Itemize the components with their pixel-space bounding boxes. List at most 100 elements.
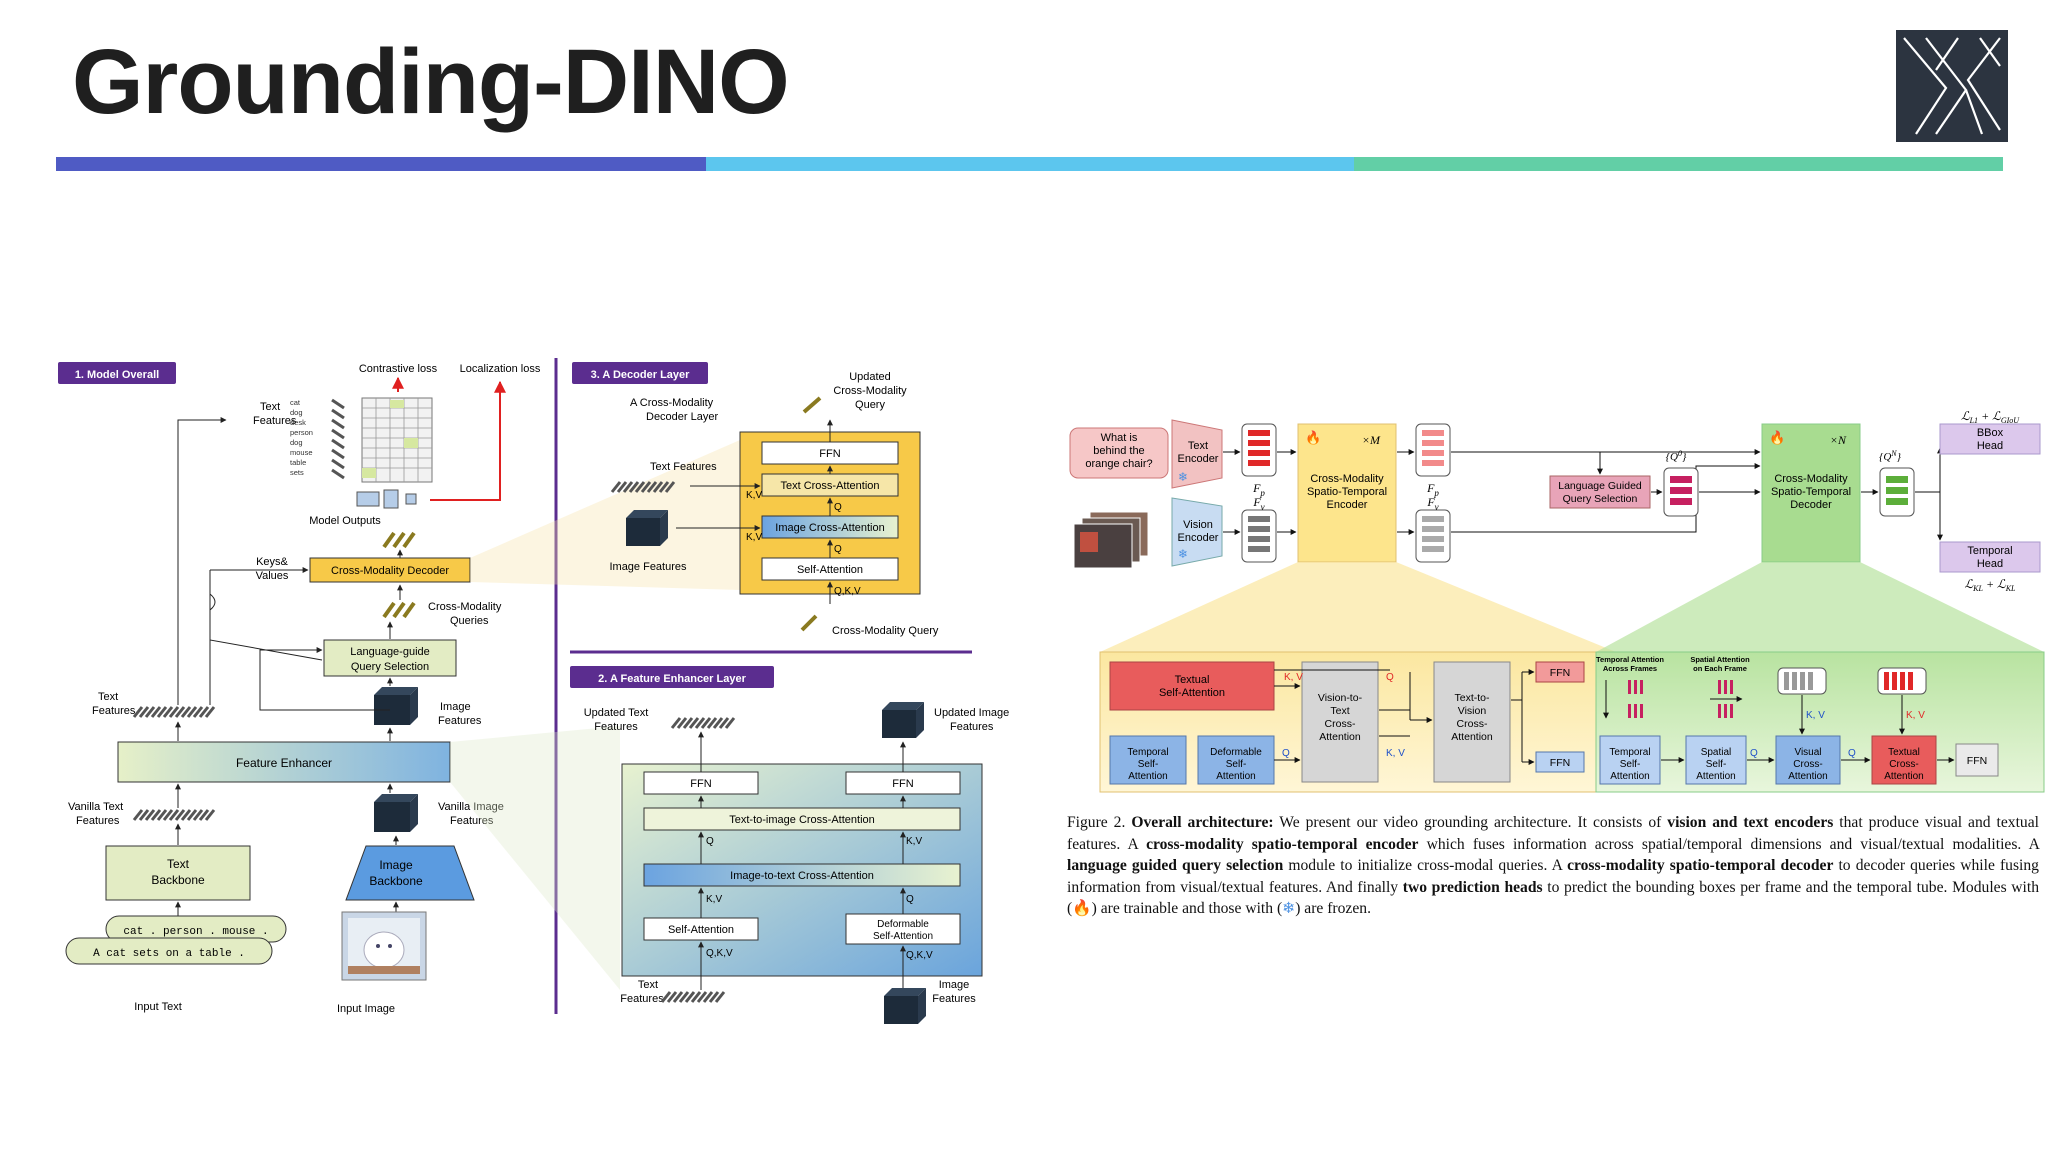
logo: [1896, 30, 2008, 142]
output-box-3: [405, 493, 417, 505]
q0-token: [1663, 467, 1699, 517]
temporal-self-enc-l1: Temporal: [1127, 747, 1168, 758]
caption-text-2: that produce visual and textual features…: [1067, 814, 2039, 853]
dec-query-bars: [1628, 680, 1733, 718]
caption-fig: Figure 2.: [1067, 814, 1126, 831]
caption-bold-2: vision and text encoders: [1667, 814, 1834, 831]
bbox-head-l1: BBox: [1977, 427, 2004, 439]
fe-self-attention-label: Self-Attention: [668, 924, 734, 936]
v2t-l3: Cross-: [1325, 718, 1356, 730]
vision-encoder-l2: Encoder: [1178, 532, 1219, 544]
fe-updated-text-l1: Updated Text: [584, 707, 649, 719]
panel-1-header: 1. Model Overall: [75, 369, 159, 381]
spatial-each-l2: on Each Frame: [1693, 664, 1747, 673]
dec-q-2: Q: [834, 544, 842, 555]
language-guide-box: [323, 639, 457, 677]
fe-qkv-1: Q,K,V: [706, 948, 733, 959]
decoder-l2: Spatio-Temporal: [1771, 486, 1851, 498]
textual-cross-l1: Textual: [1888, 747, 1920, 758]
enc-q-1: Q: [1386, 672, 1394, 683]
caption-bold-6: two prediction heads: [1402, 878, 1543, 896]
text-backbone-l1: Text: [167, 857, 190, 871]
vanilla-image-l2: Features: [450, 815, 494, 827]
deformable-self-l1: Deformable: [1210, 747, 1262, 758]
text-backbone-l2: Backbone: [151, 873, 205, 887]
question-l3: orange chair?: [1085, 458, 1152, 470]
fe-updated-text-l2: Features: [594, 721, 638, 733]
word-2: desk: [290, 418, 306, 427]
temporal-head-box: [1939, 541, 2041, 573]
enc-ffn-bottom-label: FFN: [1550, 757, 1570, 769]
text-feature-tokens-vertical: [331, 398, 345, 480]
dec-text-tokens: [610, 481, 676, 493]
snowflake-icon: ❄: [1282, 900, 1296, 917]
language-guided-box: [1549, 475, 1651, 509]
dec-ffn-label-right: FFN: [1967, 755, 1987, 767]
vision-encoder-l1: Vision: [1183, 519, 1213, 531]
accent-bar-green: [1354, 157, 2003, 171]
panel-3-header: 3. A Decoder Layer: [591, 369, 691, 381]
vision-encoder-shape: [1171, 497, 1223, 567]
video-grounding-figure: What is behind the orange chair? Text En…: [1069, 409, 2045, 793]
image-features-cube: [374, 687, 418, 725]
visual-cross-l1: Visual: [1794, 747, 1821, 758]
fe-q-2: Q: [906, 894, 914, 905]
image-backbone-l2: Backbone: [369, 874, 423, 888]
spatial-self-box: [1685, 735, 1747, 785]
textual-self-l1: Textual: [1175, 674, 1210, 686]
fe-image-input-cube: [884, 988, 926, 1024]
grounding-dino-figure: 1. Model Overall Contrastive loss Locali…: [58, 358, 1009, 1024]
fe-ffn-image-label: FFN: [892, 778, 913, 790]
word-1: dog: [290, 408, 303, 417]
input-image-photo: [341, 911, 427, 981]
vanilla-image-cube: [374, 794, 418, 832]
vanilla-text-l2: Features: [76, 815, 120, 827]
caption-text-6: to predict the bounding boxes per frame …: [1067, 878, 2040, 918]
dec-ffn-box-right: [1955, 743, 1999, 777]
encoder-zoom: [1100, 562, 1616, 652]
fe-image-features-l2: Features: [932, 993, 976, 1005]
caption-bold-4: language guided query selection: [1067, 857, 1284, 874]
t2v-l3: Cross-: [1457, 718, 1488, 730]
question-l1: What is: [1101, 432, 1138, 444]
panel-2-header: 2. A Feature Enhancer Layer: [598, 673, 746, 685]
word-6: table: [290, 458, 306, 467]
logo-lines-icon: [1903, 37, 2001, 135]
lang-guided-l2: Query Selection: [1563, 493, 1638, 505]
temporal-head-l1: Temporal: [1967, 545, 2012, 557]
fe-updated-text-tokens: [670, 717, 736, 729]
image-backbone-l1: Image: [379, 858, 413, 872]
fe-text-input-tokens: [660, 991, 726, 1003]
feature-enhancer-label: Feature Enhancer: [236, 756, 332, 770]
loss-bottom-label: ℒKL + ℒKL: [1965, 577, 2017, 593]
question-l2: behind the: [1093, 445, 1144, 457]
dec-image-cross-label: Image Cross-Attention: [775, 522, 884, 534]
text-features-top-l2: Features: [253, 415, 297, 427]
enc-kv-2: K, V: [1386, 748, 1405, 759]
dec-kv-2: K, V: [1906, 710, 1925, 721]
cross-modality-decoder-label: Cross-Modality Decoder: [331, 565, 449, 577]
text-features-l2: Features: [92, 705, 136, 717]
panel-1-header-bg: [58, 362, 176, 384]
accent-bar-blue: [56, 157, 706, 171]
textual-self-l2: Self-Attention: [1159, 687, 1225, 699]
word-0: cat: [290, 398, 301, 407]
fe-updated-image-cube: [882, 702, 924, 738]
panel-2-feature-enhancer-layer: 2. A Feature Enhancer Layer Updated Text…: [570, 666, 1009, 1024]
cm-decoder-layer-l2: Decoder Layer: [646, 411, 718, 423]
t2v-l2: Vision: [1458, 705, 1487, 717]
updated-query-l1: Updated: [849, 371, 891, 383]
image-features-l1: Image: [440, 701, 471, 713]
fe-updated-image-l1: Updated Image: [934, 707, 1009, 719]
fvm-token: [1415, 509, 1451, 563]
dec-text-features-label: Text Features: [650, 461, 717, 473]
dec-kv-1: K, V: [1806, 710, 1825, 721]
word-7: sets: [290, 468, 304, 477]
localization-loss-label: Localization loss: [460, 363, 541, 375]
language-guide-l2: Query Selection: [351, 661, 429, 673]
contrastive-loss-label: Contrastive loss: [359, 363, 438, 375]
dec-q-1: Q: [834, 502, 842, 513]
visual-cross-l3: Attention: [1788, 771, 1827, 782]
temporal-across-l1: Temporal Attention: [1596, 655, 1664, 664]
cross-modality-queries-l2: Queries: [450, 615, 489, 627]
